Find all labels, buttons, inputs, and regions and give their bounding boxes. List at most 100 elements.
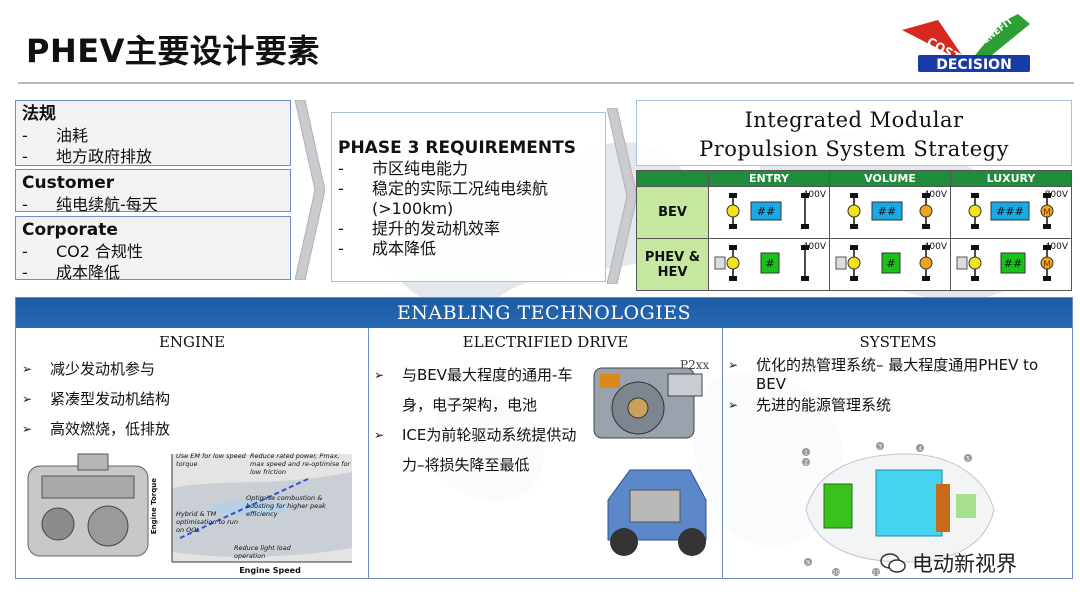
voltage-label: 400V — [1044, 242, 1068, 252]
regulation-item: 地方政府排放 — [56, 147, 153, 166]
phase3-item: 稳定的实际工况纯电续航 (>100km) — [372, 179, 549, 218]
regulation-item: 油耗 — [56, 126, 89, 145]
arrow-bullet-icon: ➢ — [22, 422, 33, 436]
ims-cell: 400V M ## — [950, 238, 1072, 291]
customer-heading: Customer — [22, 173, 115, 193]
ims-column-header: VOLUME — [829, 170, 951, 187]
engine-map-note: Reduce light load operation — [234, 544, 291, 560]
arrow-bullet-icon: ➢ — [22, 392, 33, 406]
phase3-item: 市区纯电能力 — [372, 159, 469, 178]
ims-cell: 400V ## — [708, 186, 830, 239]
electric-drive-unit-image — [593, 367, 703, 439]
arrow-bullet-icon: ➢ — [22, 362, 33, 376]
drive-list: ➢ 与BEV最大程度的通用-车身，电子架构，电池 ➢ ICE为前轮驱动系统提供动力–… — [374, 360, 586, 480]
engine-item: 紧凑型发动机结构 — [50, 390, 171, 408]
engine-title: ENGINE — [158, 333, 226, 351]
corporate-heading: Corporate — [22, 220, 118, 240]
ims-title-line2: Propulsion System Strategy — [699, 137, 1009, 161]
callout-number: 11 — [872, 570, 880, 577]
engine-image — [27, 453, 149, 557]
battery-marker: ## — [1004, 257, 1022, 270]
callout-number: 10 — [832, 570, 840, 577]
chevron-arrow-icon — [295, 100, 325, 280]
ims-cell: 400V # — [829, 238, 951, 291]
callout-number: 9 — [806, 560, 810, 567]
systems-item: 优化的热管理系统– 最大程度通用PHEV to BEV — [756, 356, 1039, 393]
motor-marker: M — [1043, 208, 1051, 218]
engine-item: 高效燃烧，低排放 — [50, 420, 171, 438]
engine-map-note: Optimise combustion & boosting for highe… — [246, 494, 326, 518]
corporate-item: 成本降低 — [56, 263, 121, 282]
watermark-text: 电动新视界 — [912, 552, 1017, 576]
phev-volume-layout-icon: # — [835, 245, 933, 281]
systems-item: 先进的能源管理系统 — [756, 396, 892, 414]
logo-decision-text: DECISION — [936, 57, 1012, 73]
systems-list: ➢ 优化的热管理系统– 最大程度通用PHEV to BEV ➢ 先进的能源管理系统 — [728, 356, 1072, 415]
vehicle-chassis-image — [607, 469, 707, 556]
chevron-arrow-icon — [607, 108, 637, 284]
engine-map-ylabel: Engine Torque — [150, 478, 158, 535]
callout-number: 4 — [918, 446, 922, 453]
phase3-heading: PHASE 3 REQUIREMENTS — [338, 138, 576, 158]
ims-column-header: LUXURY — [950, 170, 1072, 187]
title-divider — [18, 82, 1074, 84]
battery-marker: # — [886, 257, 895, 270]
phase3-item: 成本降低 — [372, 239, 437, 258]
voltage-label: 400V — [923, 190, 947, 200]
battery-marker: ## — [757, 205, 775, 218]
battery-marker: # — [765, 257, 774, 270]
column-divider — [368, 328, 369, 579]
regulation-heading: 法规 — [22, 104, 56, 124]
voltage-label: 800V — [1044, 190, 1068, 200]
engine-map-xlabel: Engine Speed — [239, 566, 301, 575]
engine-map-chart: Engine Torque Engine Speed Use EM for lo… — [150, 448, 360, 578]
phase3-item: 提升的发动机效率 — [372, 219, 501, 238]
arrow-bullet-icon: ➢ — [728, 398, 739, 412]
enabling-technologies-heading: ENABLING TECHNOLOGIES — [16, 298, 1072, 328]
arrow-bullet-icon: ➢ — [728, 358, 739, 372]
engine-map-plot — [171, 454, 352, 563]
corporate-item: CO2 合规性 — [56, 242, 144, 261]
drive-item: ICE为前轮驱动系统提供动力–将损失降至最低 — [402, 426, 577, 474]
customer-item: 纯电续航-每天 — [56, 195, 158, 214]
callout-number: 2 — [804, 460, 808, 467]
ims-corner-cell — [636, 170, 709, 187]
bev-entry-layout-icon: ## — [726, 193, 809, 229]
ims-row-label: PHEV & HEV — [636, 238, 709, 291]
ims-matrix-table: ENTRY VOLUME LUXURY BEV 400V ## 400V — [636, 170, 1072, 291]
regulation-box: 法规 -油耗 -地方政府排放 — [15, 100, 291, 166]
callout-number: 5 — [966, 456, 970, 463]
svg-text:M: M — [1043, 260, 1051, 270]
voltage-label: 400V — [802, 190, 826, 200]
phev-luxury-layout-icon: M ## — [956, 245, 1054, 281]
vehicle-systems-layout-image: 1 2 3 4 5 9 10 11 — [802, 442, 995, 577]
bev-luxury-layout-icon: M ### — [968, 193, 1054, 229]
wechat-icon — [880, 553, 906, 573]
engine-map-note: Hybrid & TM optimisation to run on OOL — [176, 510, 238, 534]
ims-title-box: Integrated Modular Propulsion System Str… — [636, 100, 1072, 166]
drive-title: ELECTRIFIED DRIVE — [462, 333, 629, 351]
engine-item: 减少发动机参与 — [50, 360, 156, 378]
phev-entry-layout-icon: # — [714, 245, 809, 281]
ims-column-header: ENTRY — [708, 170, 830, 187]
arrow-bullet-icon: ➢ — [374, 428, 385, 442]
engine-map-note: Reduce rated power, Pmax, max speed and … — [250, 452, 351, 476]
voltage-label: 400V — [923, 242, 947, 252]
ims-cell: 400V ## — [829, 186, 951, 239]
battery-marker: ## — [878, 205, 896, 218]
ims-title-line1: Integrated Modular — [744, 108, 964, 132]
engine-list: ➢ 减少发动机参与 ➢ 紧凑型发动机结构 ➢ 高效燃烧，低排放 — [22, 354, 362, 444]
ims-row-label: BEV — [636, 186, 709, 239]
bev-volume-layout-icon: ## — [847, 193, 933, 229]
callout-number: 3 — [878, 444, 882, 451]
voltage-label: 400V — [802, 242, 826, 252]
ims-cell: 400V # — [708, 238, 830, 291]
arrow-bullet-icon: ➢ — [374, 368, 385, 382]
ims-cell: 800V M ### — [950, 186, 1072, 239]
cost-benefit-decision-logo: COST BENEFIT DECISION — [902, 14, 1030, 73]
phase3-box: PHASE 3 REQUIREMENTS -市区纯电能力 -稳定的实际工况纯电续… — [331, 112, 606, 282]
engine-map-note: Use EM for low speed torque — [176, 452, 246, 468]
drive-item: 与BEV最大程度的通用-车身，电子架构，电池 — [402, 366, 573, 414]
watermark: 电动新视界 — [880, 548, 1017, 578]
corporate-box: Corporate -CO2 合规性 -成本降低 — [15, 216, 291, 282]
